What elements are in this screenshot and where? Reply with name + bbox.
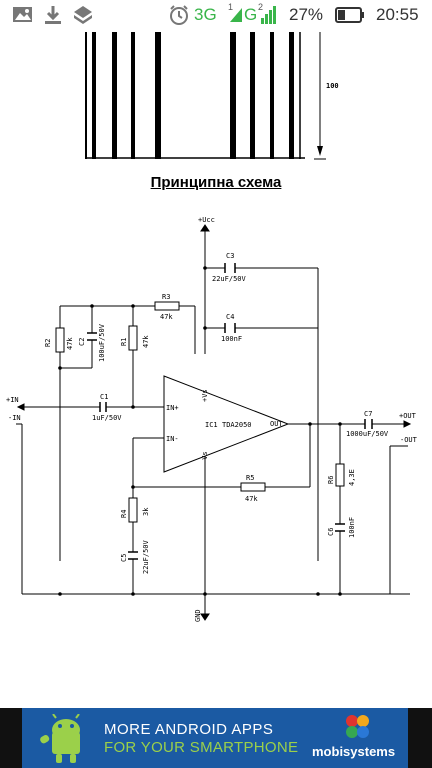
android-robot-icon xyxy=(40,714,80,763)
ic-pin-out: OUT xyxy=(270,420,283,428)
c3-value: 22uF/50V xyxy=(212,275,247,283)
r2-value: 47k xyxy=(66,337,74,350)
ad-brand: mobisystems xyxy=(312,744,396,759)
r4-ref: R4 xyxy=(120,510,128,518)
r5-value: 47k xyxy=(245,495,258,503)
c3-ref: C3 xyxy=(226,252,234,260)
signal-icon xyxy=(261,6,276,24)
r6-value: 4,3E xyxy=(348,469,356,486)
in-minus-label: -IN xyxy=(8,414,21,422)
c7-ref: C7 xyxy=(364,410,372,418)
c5-value: 22uF/50V xyxy=(142,539,150,574)
battery-icon xyxy=(335,7,364,23)
sim2-label: 2 xyxy=(258,2,264,12)
c1-ref: C1 xyxy=(100,393,108,401)
ic-pin-vs-minus: -Vs xyxy=(201,451,209,464)
out-plus-label: +OUT xyxy=(399,412,417,420)
c6-value: 100nF xyxy=(348,517,356,538)
sim1-label: 1 xyxy=(228,2,234,12)
network-g-label: G xyxy=(244,5,258,24)
r6-ref: R6 xyxy=(327,476,335,484)
ic-ref: IC1 xyxy=(205,421,218,429)
c2-ref: C2 xyxy=(78,338,86,346)
out-minus-label: -OUT xyxy=(400,436,418,444)
battery-percent: 27% xyxy=(289,5,324,24)
r3-ref: R3 xyxy=(162,293,170,301)
r1-value: 47k xyxy=(142,335,150,348)
r1-ref: R1 xyxy=(120,338,128,346)
ic-part: TDA2050 xyxy=(222,421,252,429)
mobisystems-logo-icon xyxy=(346,715,369,738)
in-plus-label: +IN xyxy=(6,396,19,404)
c7-value: 1000uF/50V xyxy=(346,430,389,438)
r2-ref: R2 xyxy=(44,339,52,347)
image-icon xyxy=(13,7,32,22)
app-icon xyxy=(74,6,92,24)
ic-pin-in-plus: IN+ xyxy=(166,404,179,412)
c4-ref: C4 xyxy=(226,313,234,321)
ic-pin-in-minus: IN- xyxy=(166,435,179,443)
r4-value: 3k xyxy=(142,507,150,516)
r5-ref: R5 xyxy=(246,474,254,482)
c6-ref: C6 xyxy=(327,528,335,536)
ad-headline: MORE ANDROID APPS xyxy=(104,721,274,738)
alarm-icon xyxy=(170,5,188,25)
ic-pin-vs-plus: +Vs xyxy=(201,389,209,402)
c2-value: 100uF/50V xyxy=(98,323,106,362)
r3-value: 47k xyxy=(160,313,173,321)
ad-content[interactable]: MORE ANDROID APPS FOR YOUR SMARTPHONE mo… xyxy=(22,708,408,768)
document-content[interactable]: 100 Принципна схема xyxy=(0,32,432,708)
status-bar: 3G 1 G 2 27% 20:55 xyxy=(0,0,432,32)
signal-icon xyxy=(230,8,242,22)
ucc-label: +Ucc xyxy=(198,216,215,224)
c1-value: 1uF/50V xyxy=(92,414,122,422)
gnd-label: GND xyxy=(194,609,202,622)
amplifier-schematic: +Ucc C3 22uF/50V C4 100nF R3 47k R2 47k … xyxy=(6,216,418,622)
pcb-dimension-label: 100 xyxy=(326,82,339,90)
pcb-layout-diagram xyxy=(85,32,326,160)
c4-value: 100nF xyxy=(221,335,242,343)
ad-subheadline: FOR YOUR SMARTPHONE xyxy=(104,739,299,756)
ad-banner[interactable]: MORE ANDROID APPS FOR YOUR SMARTPHONE mo… xyxy=(0,708,432,768)
clock: 20:55 xyxy=(376,5,419,24)
section-title: Принципна схема xyxy=(150,174,282,191)
download-icon xyxy=(45,6,61,24)
network-3g-label: 3G xyxy=(194,5,217,24)
c5-ref: C5 xyxy=(120,554,128,562)
